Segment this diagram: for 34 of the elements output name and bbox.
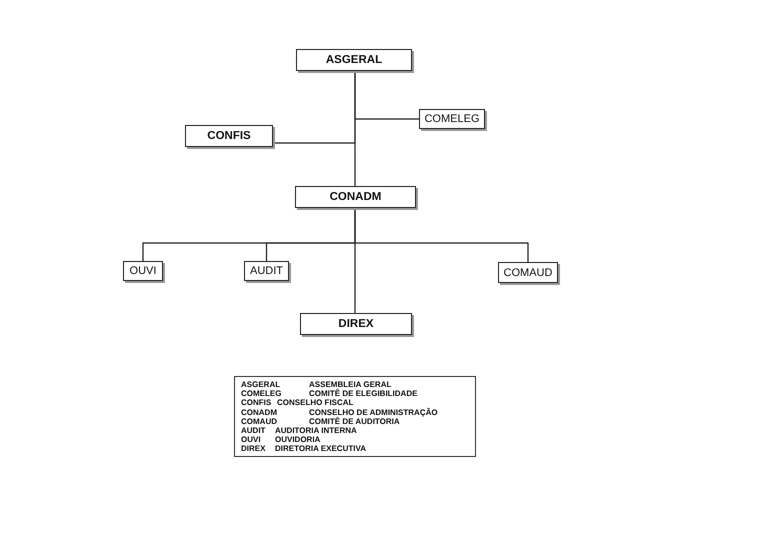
legend-description: CONSELHO FISCAL [277, 398, 354, 408]
org-box [300, 313, 412, 335]
org-unit-label: OUVI [130, 265, 156, 277]
org-unit-label: CONFIS [207, 130, 251, 142]
legend-abbreviation: COMELEG [241, 389, 282, 398]
org-box [295, 186, 416, 208]
org-unit-label: COMAUD [504, 266, 552, 278]
org-box [123, 261, 163, 281]
legend-abbreviation: CONADM [241, 408, 277, 417]
org-unit-label: ASGERAL [326, 54, 382, 66]
legend-abbreviation: DIREX [241, 444, 266, 454]
org-box [185, 125, 273, 147]
legend-description: CONSELHO DE ADMINISTRAÇÃO [309, 408, 438, 417]
legend-abbreviation: ASGERAL [241, 380, 280, 389]
connector-line [354, 208, 356, 313]
legend-abbreviation: OUVI [241, 435, 261, 444]
legend-abbreviation: AUDIT [241, 426, 266, 435]
org-box [296, 49, 412, 71]
legend-description: AUDITORIA INTERNA [275, 426, 357, 435]
org-unit-label: CONADM [330, 191, 382, 203]
legend-description: OUVIDORIA [275, 435, 320, 444]
org-unit-label: AUDIT [250, 265, 283, 277]
legend-abbreviation: CONFIS [241, 398, 272, 408]
legend-description: ASSEMBLEIA GERAL [309, 380, 392, 389]
org-box [419, 109, 485, 129]
org-box [244, 261, 289, 281]
org-unit-label: DIREX [338, 318, 374, 330]
org-unit-label: COMELEG [424, 113, 480, 125]
legend-description: COMITÊ DE ELEGIBILIDADE [309, 389, 418, 398]
legend-description: COMITÊ DE AUDITORIA [309, 416, 400, 426]
org-box [498, 262, 558, 283]
connector-line [273, 71, 356, 144]
legend-description: DIRETORIA EXECUTIVA [275, 444, 366, 454]
legend-abbreviation: COMAUD [241, 416, 277, 426]
